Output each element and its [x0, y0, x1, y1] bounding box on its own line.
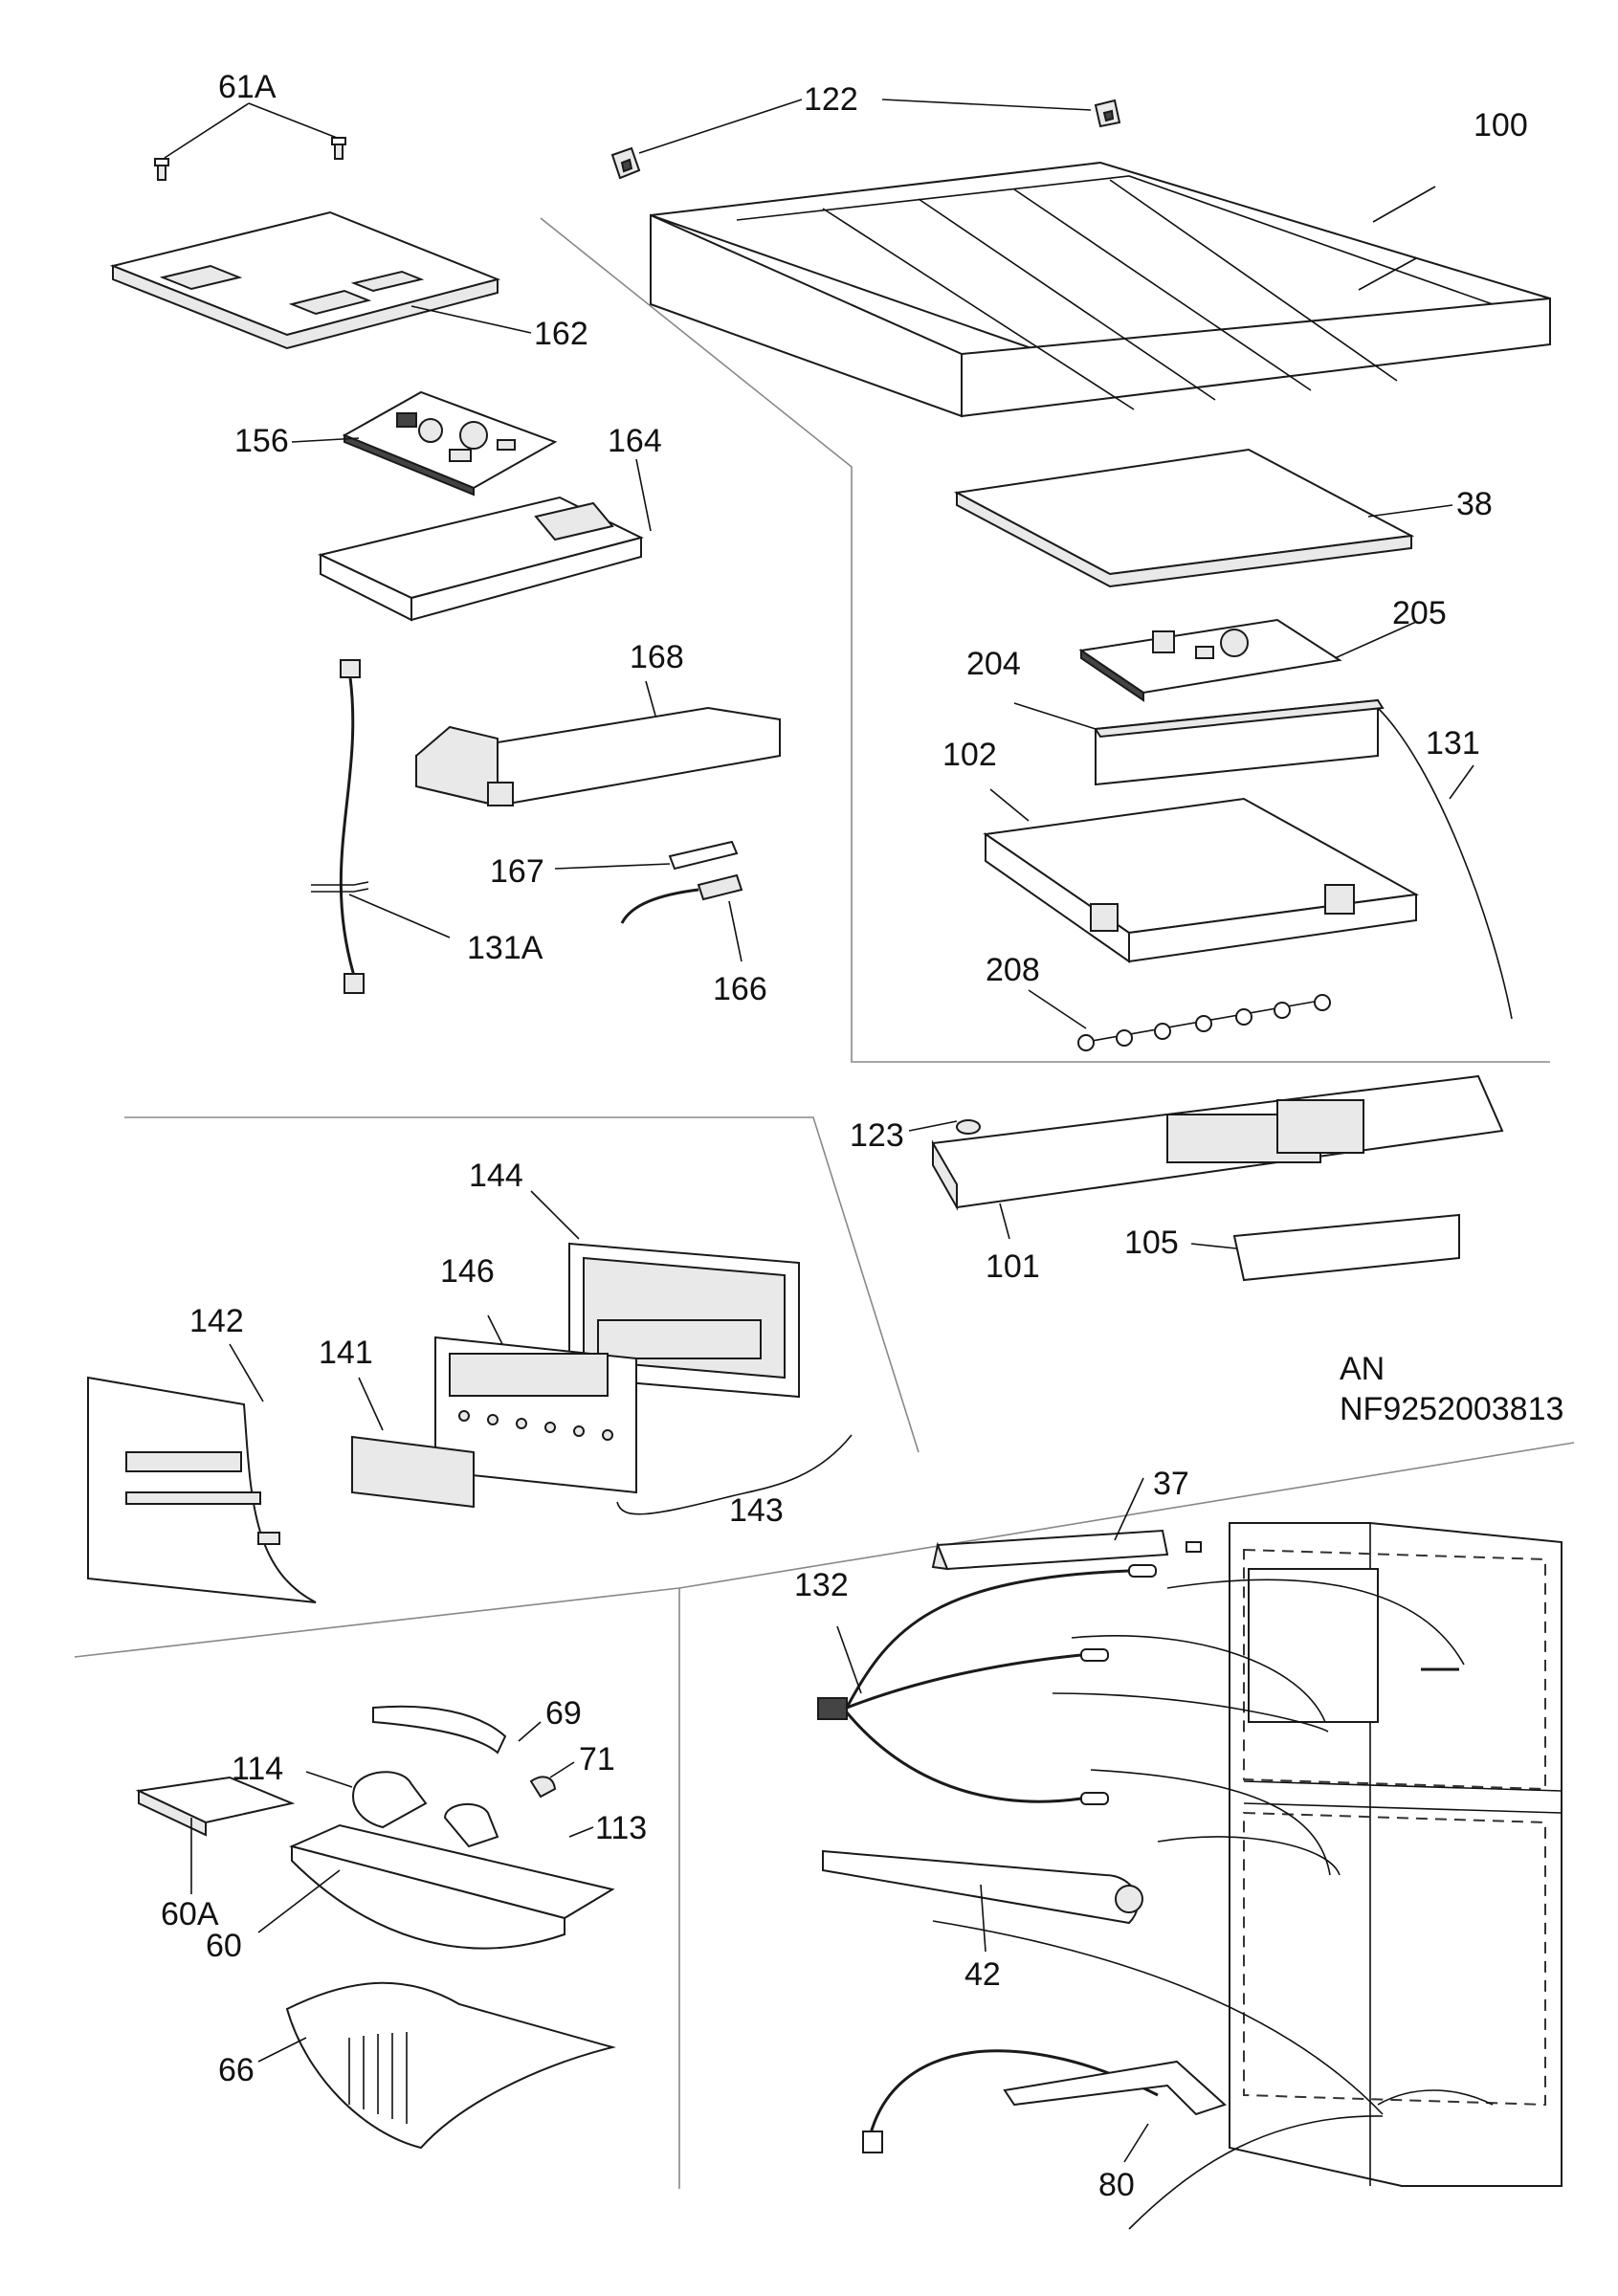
part-167-switch: [554, 840, 739, 871]
part-60-housing: [257, 1823, 615, 1950]
cabinet-outline: [1229, 1522, 1563, 2187]
part-143-bracket: [616, 1434, 853, 1515]
label-60A: 60A: [161, 1896, 219, 1932]
part-37-sensor-holder: [931, 1477, 1202, 1571]
section-separators: [74, 217, 1575, 2189]
label-105: 105: [1124, 1225, 1179, 1261]
part-69-lamp-cover: [372, 1705, 542, 1755]
part-156-circuit-board: [291, 390, 558, 497]
part-61A-screws: [154, 102, 346, 181]
label-167: 167: [490, 853, 544, 890]
label-42: 42: [964, 1956, 1001, 1993]
label-142: 142: [189, 1303, 244, 1339]
part-208-clips: [1028, 989, 1331, 1051]
label-156: 156: [234, 423, 289, 459]
label-143: 143: [729, 1492, 784, 1529]
part-204-panel: [1013, 698, 1513, 1020]
label-69: 69: [545, 1695, 582, 1732]
label-131: 131: [1426, 725, 1480, 762]
part-114-lamp: [305, 1771, 428, 1829]
label-71: 71: [579, 1741, 615, 1777]
part-60A-bracket: [135, 1776, 296, 1894]
part-162-cover: [109, 210, 532, 350]
part-labels: 61A 122 100 162 156 164 38 205 204 168 1…: [161, 69, 1563, 2203]
part-141-window: [351, 1377, 475, 1509]
label-141: 141: [319, 1335, 373, 1371]
label-60: 60: [206, 1928, 242, 1964]
part-166-sensor: [620, 873, 743, 962]
part-164-tray: [318, 458, 652, 622]
label-132: 132: [794, 1567, 849, 1603]
part-105-insert: [1190, 1213, 1460, 1282]
label-80: 80: [1098, 2167, 1135, 2203]
label-61A: 61A: [218, 69, 277, 105]
label-204: 204: [966, 646, 1021, 682]
label-131A: 131A: [467, 930, 543, 966]
label-113: 113: [595, 1810, 647, 1846]
part-122-clips: [610, 99, 1121, 180]
label-101: 101: [986, 1248, 1040, 1285]
label-102: 102: [942, 737, 997, 773]
label-168: 168: [630, 639, 684, 675]
part-101-front-trim: [931, 1074, 1504, 1240]
label-166: 166: [713, 971, 767, 1007]
label-100: 100: [1474, 107, 1528, 144]
part-168-housing: [415, 680, 781, 807]
label-144: 144: [469, 1158, 523, 1194]
part-42-sensor: [822, 1849, 1143, 1953]
label-146: 146: [440, 1253, 495, 1290]
part-142-panel: [87, 1343, 317, 1603]
label-38: 38: [1456, 486, 1493, 522]
label-model-line1: AN: [1340, 1351, 1385, 1387]
placement-arrows: [932, 1578, 1465, 2230]
label-114: 114: [232, 1751, 283, 1787]
part-38-cover: [953, 448, 1453, 588]
part-100-top-lid: [650, 161, 1551, 418]
label-66: 66: [218, 2052, 255, 2088]
part-146-control-board: [434, 1314, 637, 1494]
label-208: 208: [986, 952, 1040, 988]
label-164: 164: [608, 423, 662, 459]
part-131A-cable: [311, 659, 451, 994]
part-113-socket: [443, 1802, 594, 1848]
part-123-cap: [908, 1119, 981, 1135]
label-122: 122: [804, 81, 858, 118]
label-162: 162: [534, 316, 588, 352]
label-37: 37: [1153, 1466, 1189, 1502]
label-model-line2: NF9252003813: [1340, 1391, 1563, 1427]
part-80-sensor: [862, 2049, 1227, 2163]
part-66-diffuser: [257, 1981, 616, 2150]
label-205: 205: [1392, 595, 1447, 631]
label-123: 123: [850, 1117, 904, 1154]
part-71-screw: [529, 1761, 575, 1799]
part-132-harness: [817, 1564, 1157, 1805]
part-205-board: [1078, 618, 1417, 702]
part-102-frame: [983, 788, 1420, 963]
